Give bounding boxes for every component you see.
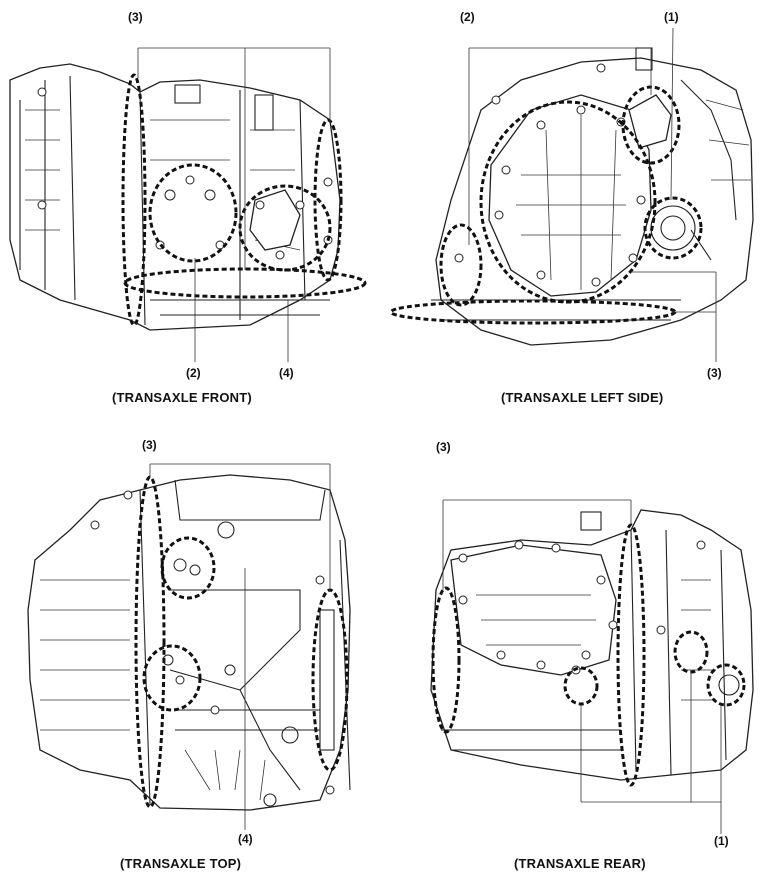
panel-transaxle-left-side: (2) (1) (3) (TRANSAXLE LEFT SIDE) <box>381 0 763 410</box>
callout-3: (3) <box>707 366 722 380</box>
region-3-rear-left <box>431 586 461 734</box>
callout-1: (1) <box>664 10 679 24</box>
transaxle-left-side-drawing <box>389 27 754 362</box>
region-4-top-upper <box>160 536 216 600</box>
callout-3: (3) <box>128 10 143 24</box>
callout-1: (1) <box>714 834 729 848</box>
region-3-front-right <box>313 118 343 282</box>
transaxle-rear-drawing <box>430 499 754 834</box>
transaxle-top-drawing <box>27 463 351 830</box>
panel-transaxle-front: (3) (2) (4) (TRANSAXLE FRONT) <box>0 0 381 410</box>
caption-transaxle-rear: (TRANSAXLE REAR) <box>514 856 646 871</box>
caption-transaxle-front: (TRANSAXLE FRONT) <box>112 390 252 405</box>
panel-transaxle-top: (3) (4) (TRANSAXLE TOP) <box>0 430 381 879</box>
callout-2: (2) <box>186 366 201 380</box>
transaxle-front-drawing <box>9 47 367 362</box>
caption-transaxle-left-side: (TRANSAXLE LEFT SIDE) <box>501 390 664 405</box>
callout-4: (4) <box>238 832 253 846</box>
callout-3: (3) <box>142 438 157 452</box>
region-2-front <box>148 163 238 263</box>
caption-transaxle-top: (TRANSAXLE TOP) <box>120 856 242 871</box>
region-1-left <box>643 196 703 260</box>
region-1-rear-right <box>706 663 746 707</box>
region-4-front-upper <box>238 184 332 272</box>
region-3-front-left <box>121 73 147 327</box>
callout-3: (3) <box>436 440 451 454</box>
panel-transaxle-rear: (3) (1) (TRANSAXLE REAR) <box>381 430 763 879</box>
callout-2: (2) <box>460 10 475 24</box>
region-2-left-lower <box>439 223 483 307</box>
region-4-front-lower <box>123 267 367 299</box>
callout-4: (4) <box>279 366 294 380</box>
region-4-top-lower <box>142 644 202 712</box>
